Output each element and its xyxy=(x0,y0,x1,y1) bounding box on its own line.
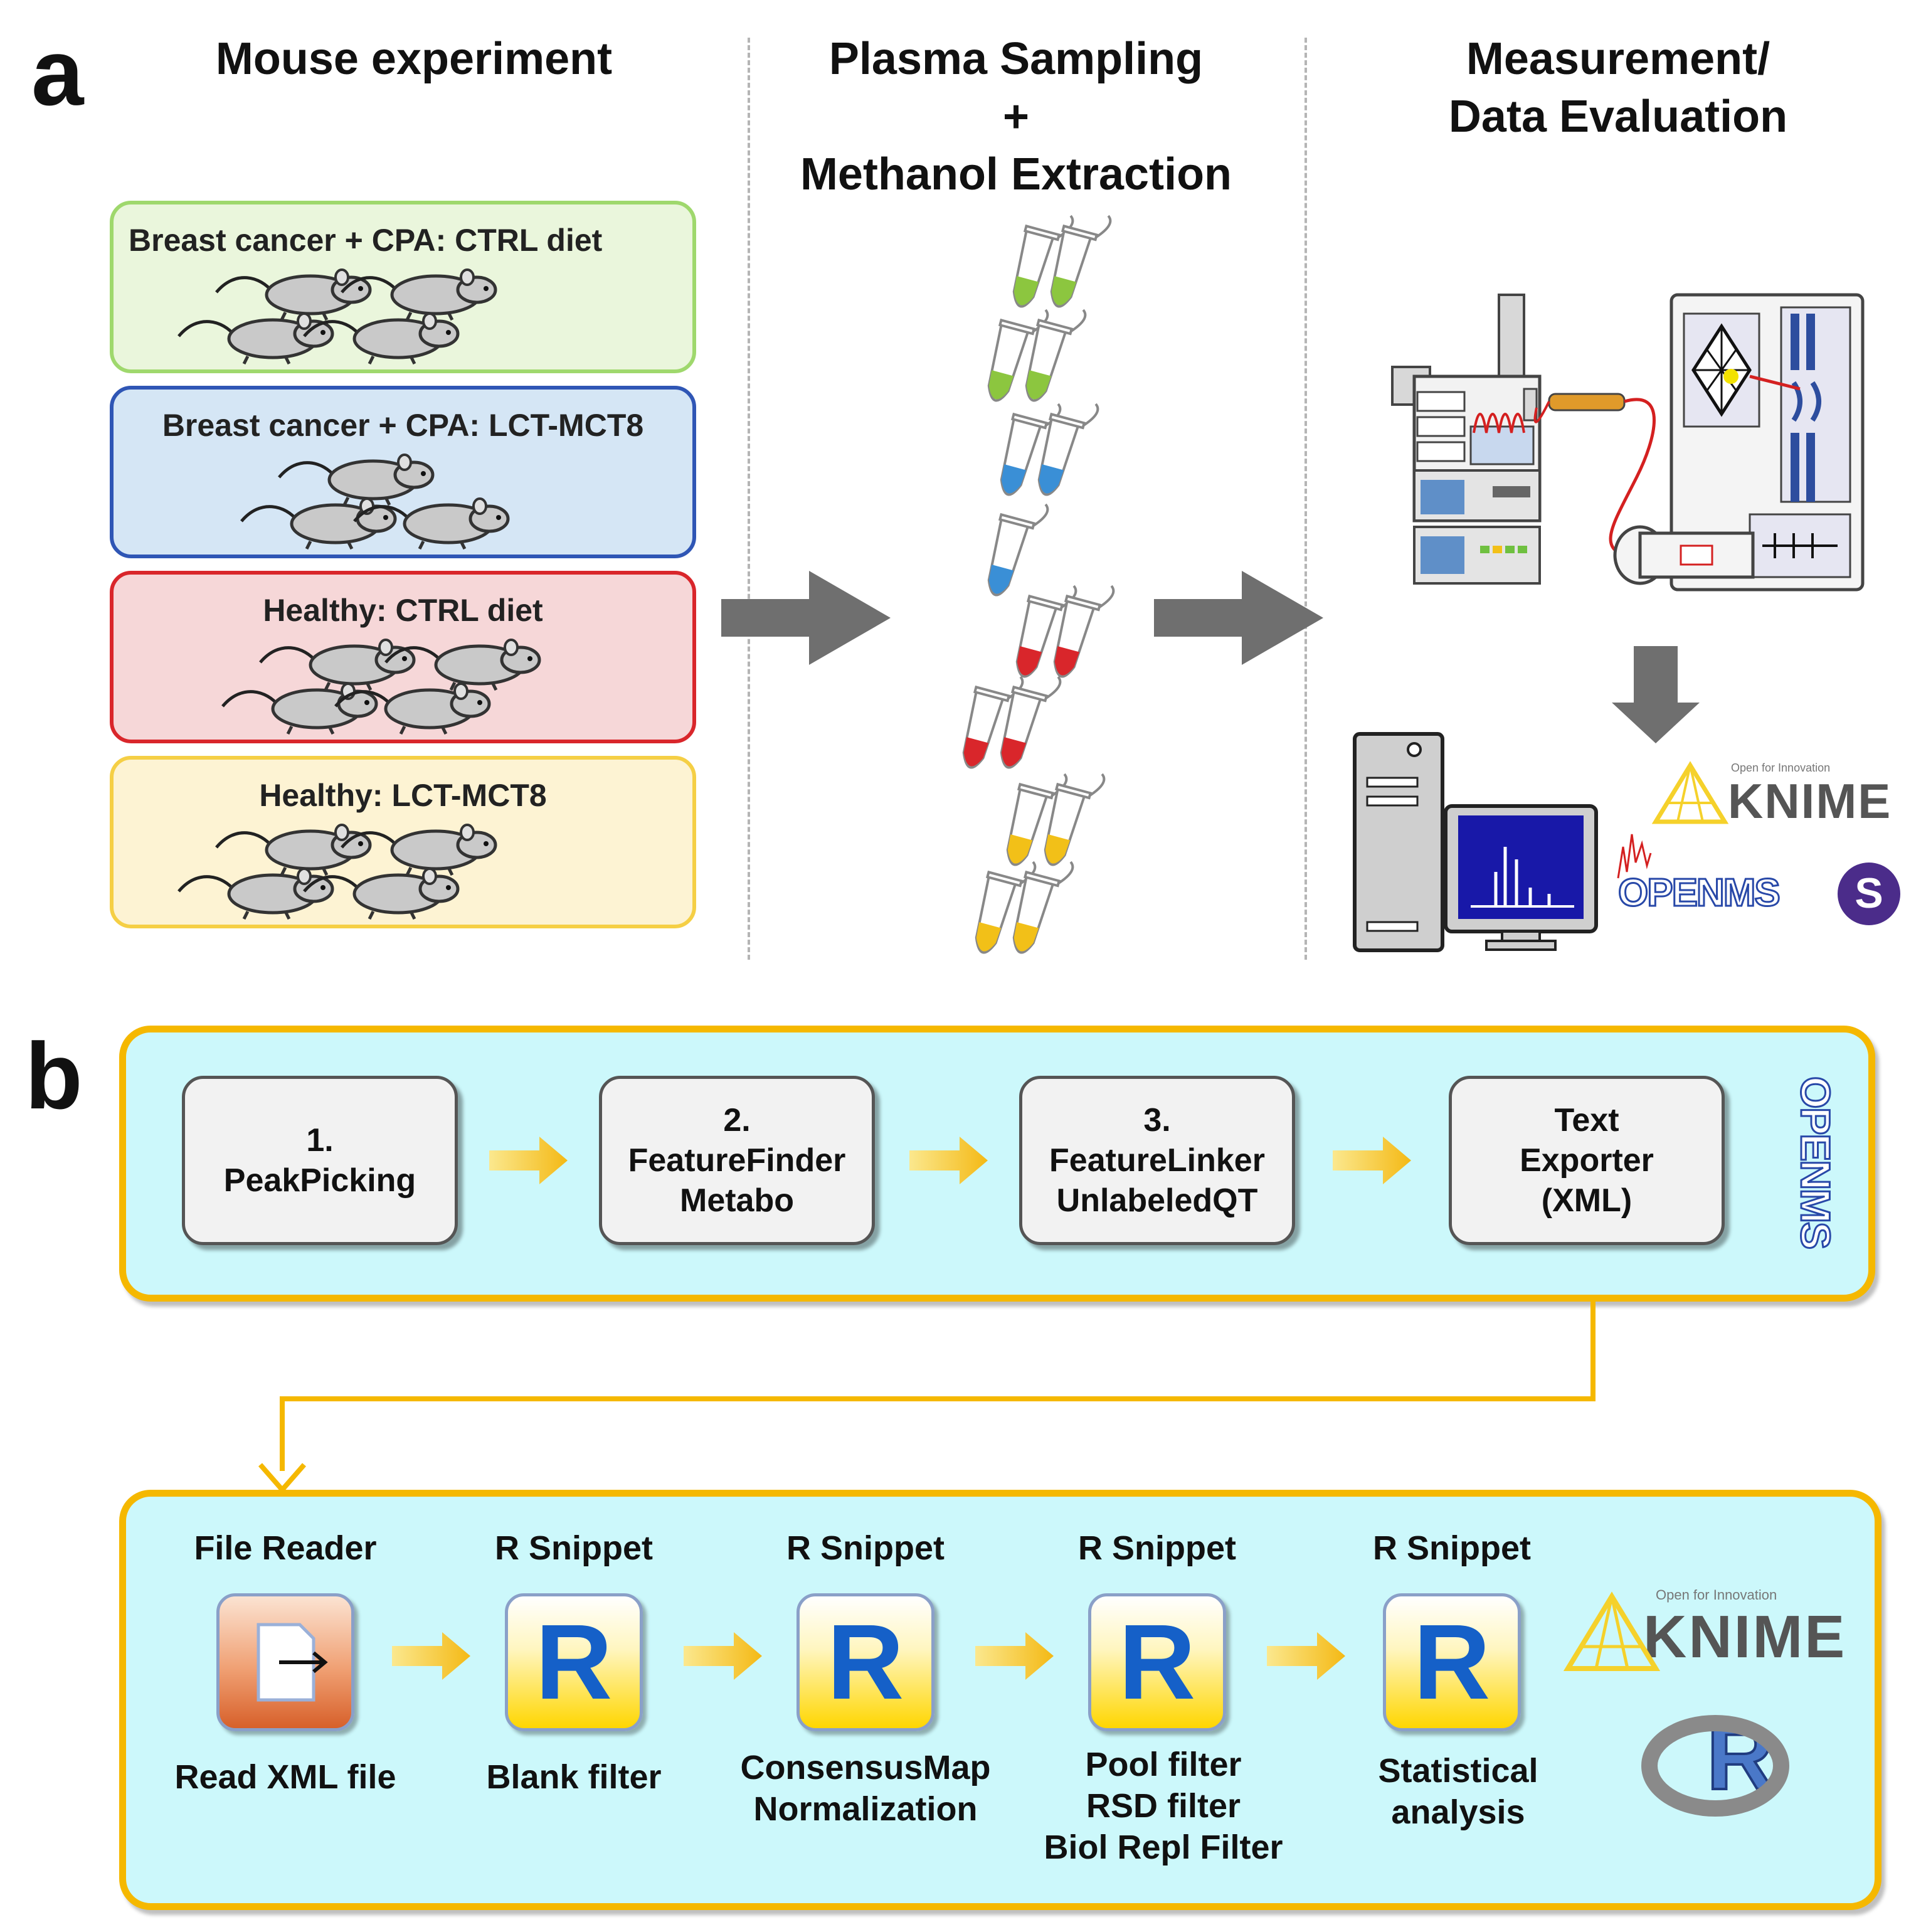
title-line: Measurement/ xyxy=(1466,34,1770,84)
panel-b-letter: b xyxy=(25,1023,83,1128)
sample-tube-icon xyxy=(1029,392,1101,504)
sample-tube-icon xyxy=(979,298,1050,410)
mouse-icons xyxy=(179,270,539,919)
node-description: Pool filter RSD filter Biol Repl Filter xyxy=(1019,1744,1308,1868)
desc-line: RSD filter xyxy=(1086,1787,1241,1825)
plasma-sampling-title: Plasma Sampling + Methanol Extraction xyxy=(765,30,1267,203)
title-line: Data Evaluation xyxy=(1448,92,1788,142)
flow-arrow-1 xyxy=(721,571,891,665)
knime-logo-icon-b xyxy=(1563,1591,1661,1671)
sample-tube-icon xyxy=(1007,574,1079,686)
sample-tube-icon xyxy=(1035,762,1107,874)
desc-line: ConsensusMap xyxy=(740,1749,991,1786)
knime-logo-icon xyxy=(1651,761,1729,824)
divider-1 xyxy=(748,38,750,960)
flow-arrow-2 xyxy=(1154,571,1323,665)
mouse-experiment-title: Mouse experiment xyxy=(215,34,613,84)
title-line: Methanol Extraction xyxy=(800,149,1232,199)
sample-tube-icon xyxy=(998,762,1069,874)
node-title: File Reader xyxy=(194,1529,377,1567)
flow-arrow-down xyxy=(1612,646,1700,743)
desc-line: Blank filter xyxy=(486,1758,662,1796)
sample-tube-icon xyxy=(992,665,1063,777)
s-badge-icon xyxy=(1838,863,1900,925)
node-description: Read XML file xyxy=(147,1756,423,1798)
computer-icon xyxy=(1353,732,1598,952)
sample-tube-icon xyxy=(1045,574,1116,686)
r-logo-ring-icon xyxy=(1641,1715,1789,1817)
divider-2 xyxy=(1304,38,1307,960)
node-description: ConsensusMap Normalization xyxy=(728,1747,1003,1830)
panel-a-letter: a xyxy=(31,19,84,125)
step-text: PeakPicking xyxy=(223,1162,416,1199)
group-label: Breast cancer + CPA: LCT-MCT8 xyxy=(162,408,644,443)
file-reader-glyph xyxy=(257,1623,328,1702)
r-snippet-icon: R xyxy=(796,1593,934,1731)
desc-line: Biol Repl Filter xyxy=(1044,1829,1283,1866)
step-text: Text xyxy=(1554,1102,1619,1138)
node-title: R Snippet xyxy=(1373,1529,1531,1567)
step-text: FeatureFinder xyxy=(628,1142,846,1179)
step-featurefinder: 2. FeatureFinder Metabo xyxy=(599,1076,875,1245)
step-text: (XML) xyxy=(1541,1182,1633,1219)
r-snippet-icon: R xyxy=(1088,1593,1226,1731)
panel-connector xyxy=(280,1302,1596,1471)
step-text: Metabo xyxy=(680,1182,794,1219)
step-text: Exporter xyxy=(1520,1142,1654,1179)
group-label: Healthy: LCT-MCT8 xyxy=(259,778,547,813)
group-label: Breast cancer + CPA: CTRL diet xyxy=(129,223,603,258)
sample-tube-icon xyxy=(1004,204,1076,316)
title-line: + xyxy=(1002,92,1030,142)
desc-line: analysis xyxy=(1391,1793,1525,1831)
step-peakpicking: 1. PeakPicking xyxy=(182,1076,458,1245)
panel-a-graphics xyxy=(0,204,1900,962)
sample-tube-icon xyxy=(1004,850,1076,962)
knime-logo-text: KNIME xyxy=(1728,773,1892,829)
r-snippet-icon: R xyxy=(505,1593,643,1731)
openms-step-arrows xyxy=(489,1137,1411,1184)
desc-line: Pool filter xyxy=(1085,1746,1242,1783)
sample-tube-icon xyxy=(954,665,1025,777)
sample-tube-icon xyxy=(966,850,1038,962)
sample-tube-icon xyxy=(1017,298,1088,410)
step-number: 2. xyxy=(723,1102,751,1138)
knime-node-arrows xyxy=(392,1632,1345,1680)
knime-workflow-panel xyxy=(119,1490,1881,1910)
knime-logo-text-b: KNIME xyxy=(1643,1603,1847,1670)
group-label: Healthy: CTRL diet xyxy=(263,593,543,628)
tube-icons xyxy=(954,204,1116,962)
step-text: FeatureLinker xyxy=(1049,1142,1265,1179)
sample-tube-icon xyxy=(1042,204,1113,316)
step-number: 1. xyxy=(306,1122,334,1159)
title-line: Plasma Sampling xyxy=(828,34,1204,84)
openms-spectrum-icon xyxy=(1617,834,1652,879)
node-title: R Snippet xyxy=(786,1529,945,1567)
panel-b-graphics xyxy=(258,1137,1789,1817)
step-featurelinker: 3. FeatureLinker UnlabeledQT xyxy=(1019,1076,1295,1245)
knime-tagline: Open for Innovation xyxy=(1731,762,1831,774)
node-title: R Snippet xyxy=(1078,1529,1236,1567)
openms-logo-text: OPENMS xyxy=(1617,871,1782,916)
node-description: Statistical analysis xyxy=(1320,1750,1596,1833)
desc-line: Read XML file xyxy=(174,1758,396,1796)
lc-instrument-icon xyxy=(1391,294,1656,585)
desc-line: Statistical xyxy=(1378,1752,1538,1790)
ms-instrument-icon xyxy=(1613,293,1865,592)
sample-tube-icon xyxy=(979,492,1050,604)
step-text-exporter: Text Exporter (XML) xyxy=(1449,1076,1725,1245)
node-title: R Snippet xyxy=(495,1529,653,1567)
sample-tube-icon xyxy=(992,392,1063,504)
r-snippet-icon: R xyxy=(1383,1593,1521,1731)
s-badge-text: S xyxy=(1855,869,1883,917)
step-number: 3. xyxy=(1143,1102,1171,1138)
step-text: UnlabeledQT xyxy=(1056,1182,1258,1219)
measurement-title: Measurement/ Data Evaluation xyxy=(1380,30,1856,146)
file-reader-icon xyxy=(216,1593,354,1731)
node-description: Blank filter xyxy=(436,1756,712,1798)
desc-line: Normalization xyxy=(753,1790,978,1828)
panel-connector-arrowhead xyxy=(258,1463,307,1494)
knime-tagline-b: Open for Innovation xyxy=(1656,1587,1777,1603)
